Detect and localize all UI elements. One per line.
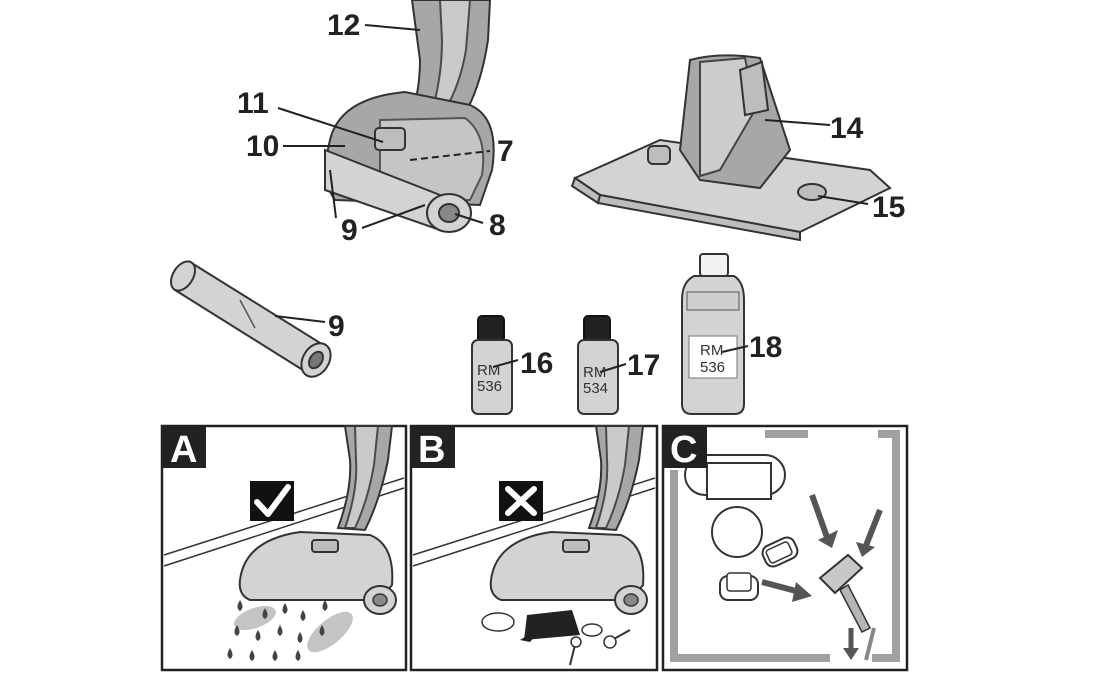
bottle-18: [681, 253, 749, 415]
callout-17: 17: [627, 349, 660, 382]
panel-c: [661, 424, 909, 672]
callout-18: 18: [749, 331, 782, 364]
panel-b-letter: B: [418, 429, 445, 471]
callout-16: 16: [520, 347, 553, 380]
panel-c-letter: C: [670, 429, 697, 471]
panel-b-letter-box: [411, 426, 455, 468]
water-drops: [227, 600, 328, 661]
callout-8: 8: [489, 209, 506, 242]
parking-station: [570, 54, 892, 242]
callout-12: 12: [327, 9, 360, 42]
callout-14: 14: [830, 112, 864, 145]
bottle-17-label-2: 534: [583, 380, 608, 397]
bottle-16-label-1: RM: [477, 362, 500, 379]
callout-10: 10: [246, 130, 279, 163]
panel-c-letter-box: [663, 426, 707, 468]
callout-9-top: 9: [341, 214, 358, 247]
bottle-17-label-1: RM: [583, 364, 606, 381]
check-icon: [250, 481, 294, 521]
callout-11: 11: [237, 87, 269, 120]
debris: [481, 610, 631, 666]
callout-15: 15: [872, 191, 905, 224]
bottle-16: [471, 315, 519, 415]
panel-a-letter-box: [162, 426, 206, 468]
callout-7: 7: [497, 135, 514, 168]
spare-roller: [170, 260, 332, 378]
bottle-18-label-2: 536: [700, 359, 725, 376]
cross-icon: [499, 481, 543, 521]
callout-9-roller: 9: [328, 310, 345, 343]
panel-a-letter: A: [170, 429, 197, 471]
bottle-16-label-2: 536: [477, 378, 502, 395]
bottle-18-label-1: RM: [700, 342, 723, 359]
bottle-17: [577, 315, 627, 415]
floor-head-assembly: [277, 0, 495, 233]
